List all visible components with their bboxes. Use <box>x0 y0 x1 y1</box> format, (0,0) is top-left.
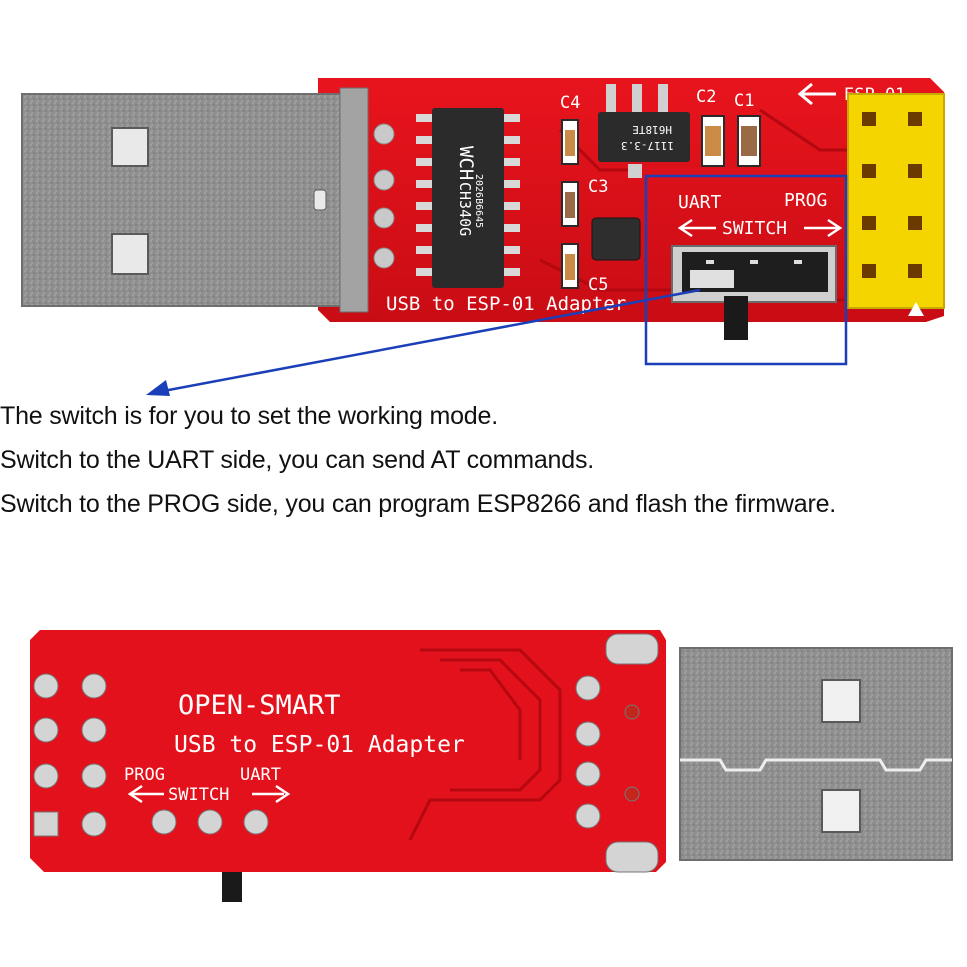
adapter-label-bottom: USB to ESP-01 Adapter <box>174 732 465 758</box>
uart-label-top: UART <box>678 192 722 213</box>
bottom-switch-pads <box>151 809 269 835</box>
switch-highlight-box <box>644 174 848 366</box>
prog-label-bottom: PROG <box>124 765 165 785</box>
top-board-photo: WCH CH340G 2026B6645 C4 C3 C5 C2 C1 1117… <box>21 78 945 396</box>
c3-label: C3 <box>588 177 608 197</box>
caption-line-1: The switch is for you to set the working… <box>0 402 498 430</box>
switch-actuator-bottom <box>222 872 242 902</box>
bottom-pcb <box>30 630 666 872</box>
adapter-label-top: USB to ESP-01 Adapter <box>386 293 626 315</box>
slide-switch <box>671 245 837 340</box>
prog-label-top: PROG <box>784 190 827 211</box>
brand-label: OPEN-SMART <box>178 690 341 721</box>
voltage-regulator: 1117-3.3 H618TE <box>598 84 690 178</box>
switch-arrow-top <box>677 218 843 238</box>
bottom-board-photo: OPEN-SMART USB to ESP-01 Adapter PROG UA… <box>30 630 953 902</box>
chip-label: WCH <box>455 146 477 180</box>
ch340g-chip: WCH CH340G 2026B6645 <box>416 108 520 288</box>
regulator-code: H618TE <box>632 123 672 136</box>
esp01-header <box>847 93 945 316</box>
crystal <box>591 217 641 261</box>
bottom-header-pads <box>33 673 107 837</box>
switch-arrow-bottom <box>127 784 291 804</box>
switch-label-top: SWITCH <box>722 218 787 239</box>
switch-label-bottom: SWITCH <box>168 785 229 805</box>
capacitors <box>561 115 761 289</box>
usb-plug-top <box>21 87 369 313</box>
bottom-usb-pads <box>575 633 659 873</box>
c1-label: C1 <box>734 91 754 111</box>
caption-line-3: Switch to the PROG side, you can program… <box>0 490 837 518</box>
chip-code: 2026B6645 <box>473 174 484 228</box>
c4-label: C4 <box>560 93 580 113</box>
uart-label-bottom: UART <box>240 765 281 785</box>
usb-plug-bottom <box>679 647 953 861</box>
c2-label: C2 <box>696 87 716 107</box>
regulator-label: 1117-3.3 <box>621 139 674 152</box>
pointer-arrow <box>146 288 701 396</box>
usb-solder-pads <box>373 123 395 269</box>
c5-label: C5 <box>588 275 608 295</box>
chip-model: CH340G <box>456 182 474 236</box>
caption-line-2: Switch to the UART side, you can send AT… <box>0 446 595 474</box>
